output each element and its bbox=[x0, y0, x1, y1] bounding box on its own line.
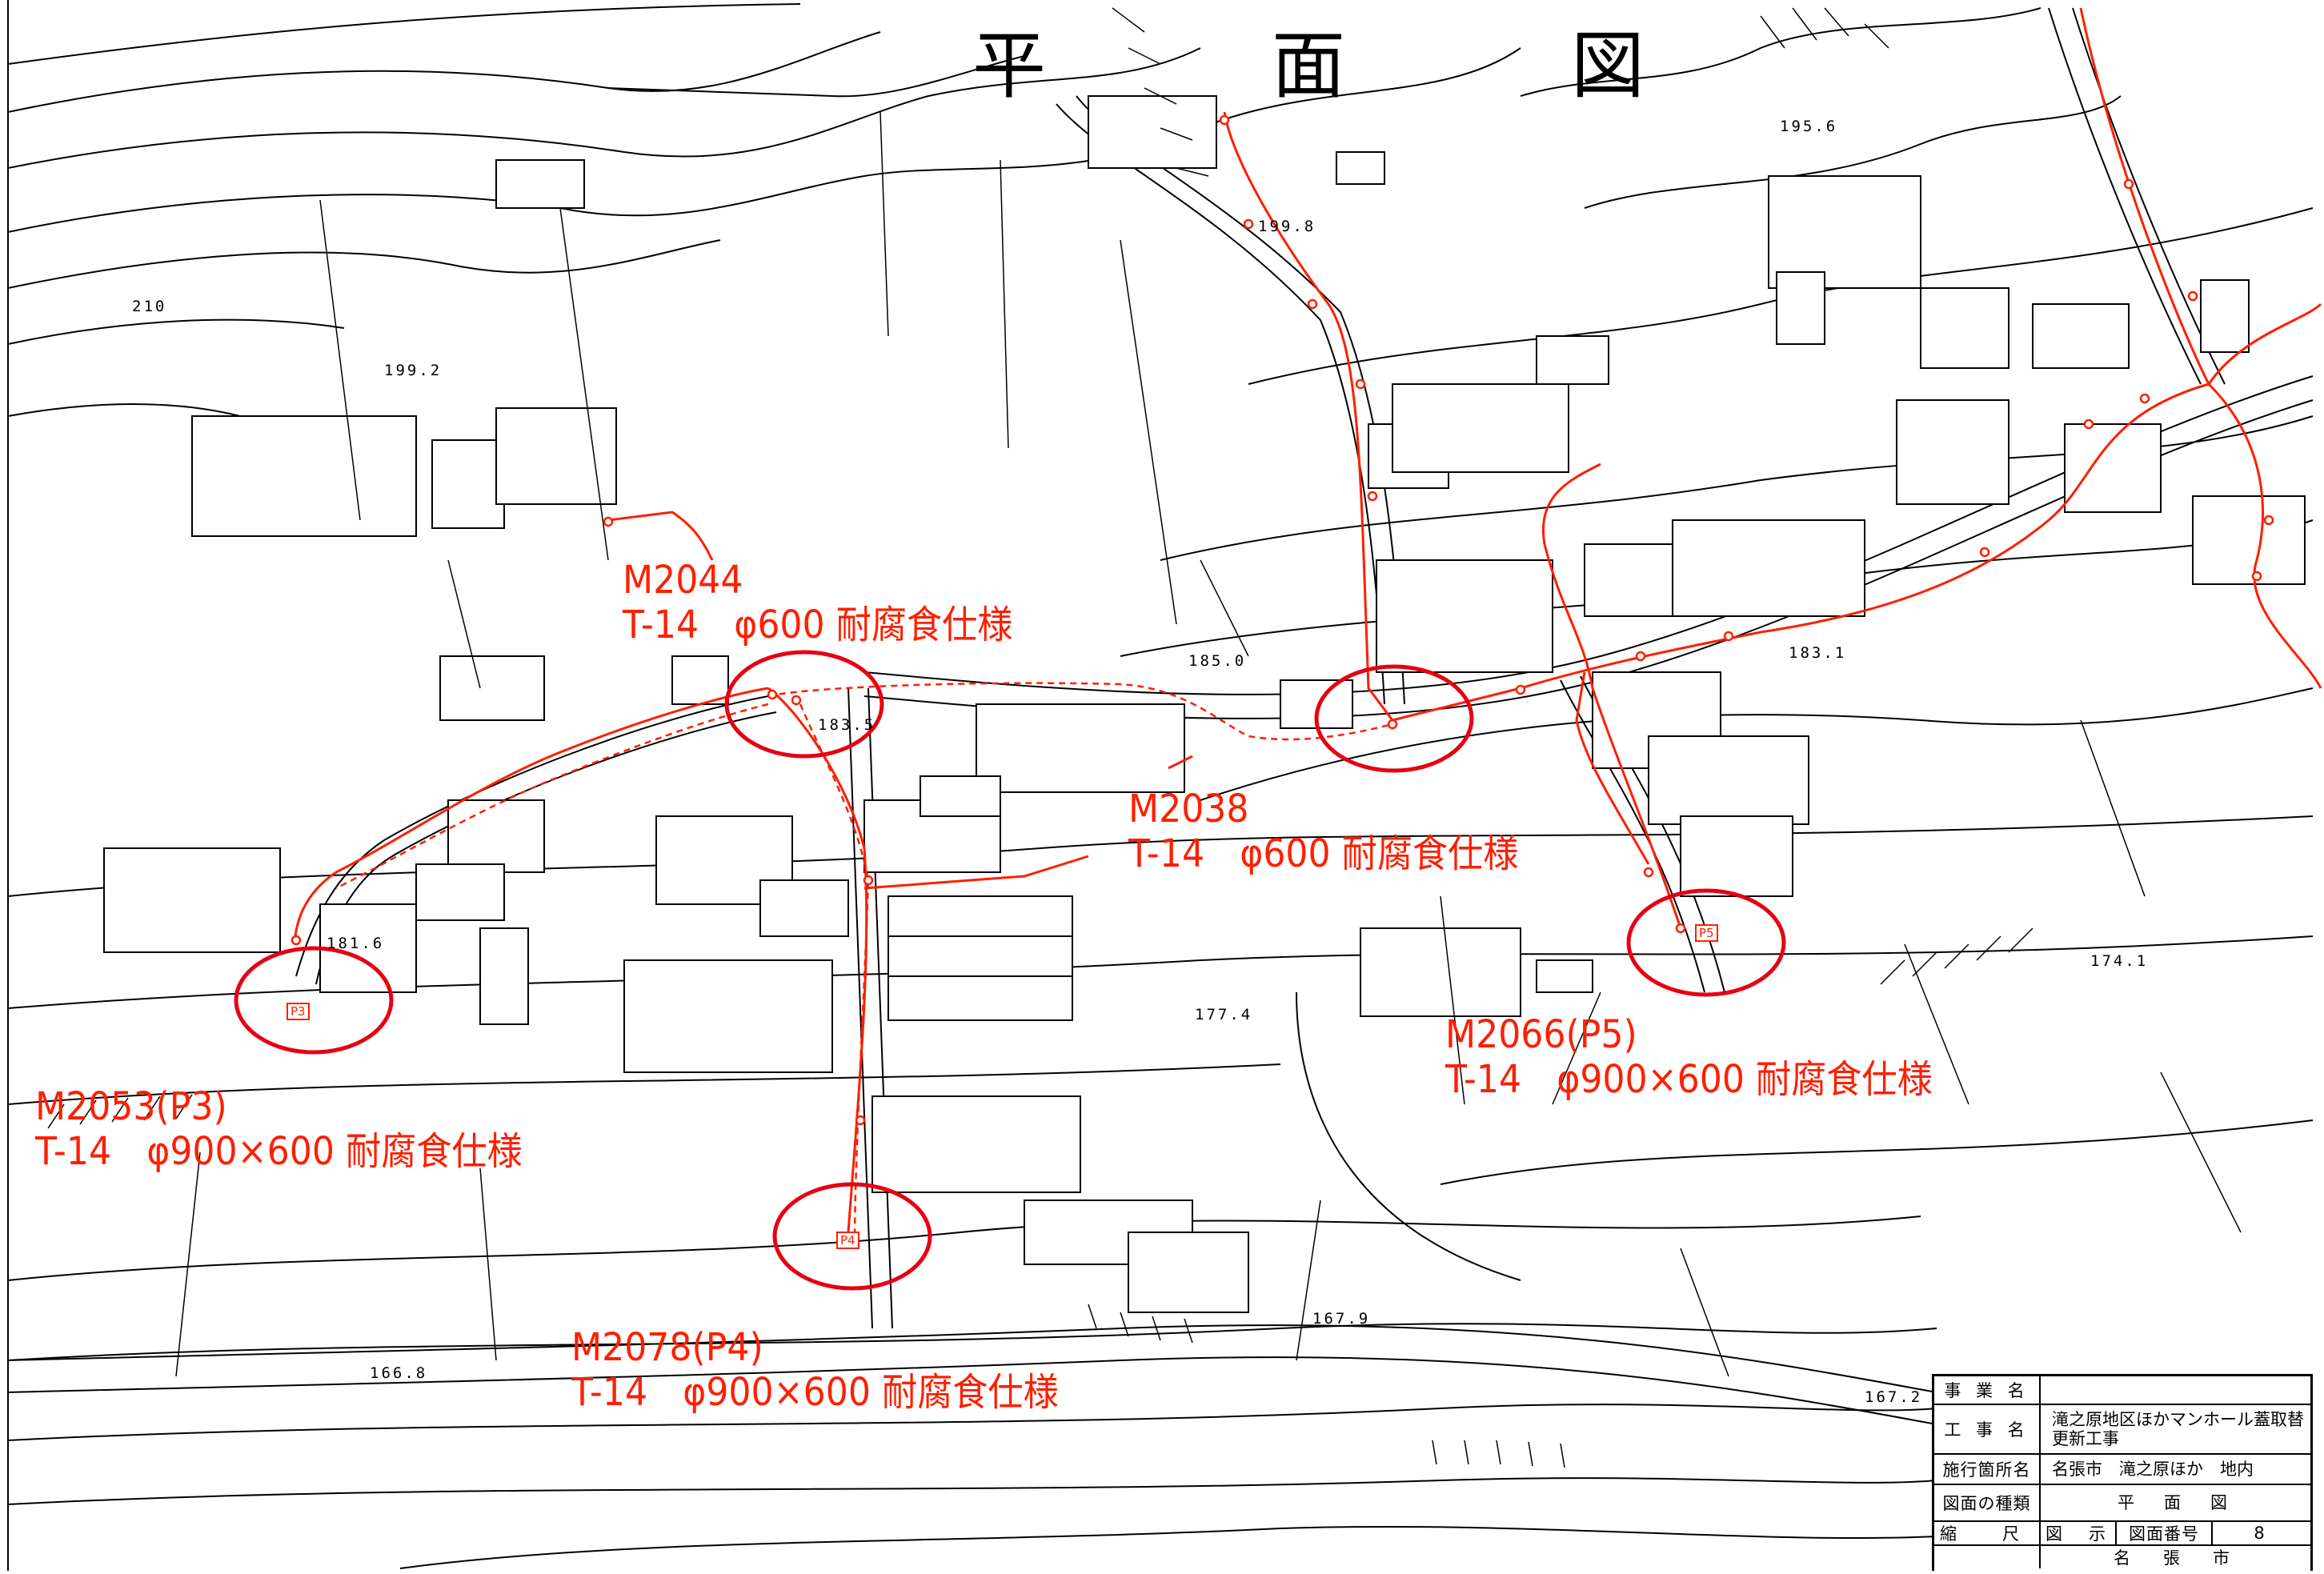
elevation-label: 185.0 bbox=[1188, 652, 1247, 670]
elevation-label: 183.1 bbox=[1789, 644, 1847, 662]
manholes bbox=[290, 114, 2274, 1126]
elevation-label: 210 bbox=[132, 298, 167, 315]
tb-work-value: 滝之原地区ほかマンホール蓋取替更新工事 bbox=[2052, 1410, 2304, 1448]
elevation-label: 195.6 bbox=[1780, 118, 1838, 135]
callout-m2078: M2078(P4) T-14 φ900×600 耐腐食仕様 bbox=[571, 1325, 1059, 1415]
elevation-label: 183.5 bbox=[818, 716, 876, 734]
elevation-label: 181.6 bbox=[327, 935, 385, 952]
tb-drawing-no-value: 8 bbox=[2254, 1524, 2270, 1543]
callout-id: M2066(P5) bbox=[1445, 1012, 1637, 1057]
marker-p3: P3 bbox=[286, 1003, 310, 1020]
tb-project-row: 事 業 名 bbox=[1934, 1376, 2310, 1405]
callout-spec: T-14 φ900×600 耐腐食仕様 bbox=[35, 1129, 523, 1174]
callout-id: M2053(P3) bbox=[35, 1084, 227, 1129]
elevation-label: 199.2 bbox=[384, 362, 443, 379]
marker-p5: P5 bbox=[1695, 924, 1718, 942]
tb-work-label: 工 事 名 bbox=[1934, 1405, 2041, 1453]
tb-drawing-no-label: 図面番号 bbox=[2117, 1522, 2213, 1544]
tb-client-row: 名 張 市 bbox=[1934, 1546, 2310, 1568]
callout-id: M2044 bbox=[623, 558, 743, 603]
elevation-label: 167.2 bbox=[1865, 1388, 1923, 1406]
parcel-lines bbox=[175, 111, 2242, 1377]
callout-m2038: M2038 T-14 φ600 耐腐食仕様 bbox=[1128, 787, 1518, 876]
callout-m2053: M2053(P3) T-14 φ900×600 耐腐食仕様 bbox=[35, 1084, 523, 1174]
callout-id: M2078(P4) bbox=[571, 1325, 763, 1370]
tb-location-row: 施行箇所名 名張市 滝之原ほか 地内 bbox=[1934, 1455, 2310, 1485]
tb-scale-label: 縮 尺 bbox=[1934, 1522, 2041, 1544]
tb-location-value: 名張市 滝之原ほか 地内 bbox=[2052, 1460, 2254, 1479]
elevation-label: 199.8 bbox=[1258, 218, 1316, 235]
elevation-label: 166.8 bbox=[370, 1364, 428, 1382]
elevation-label: 177.4 bbox=[1195, 1006, 1253, 1023]
tb-scale-value: 図 示 bbox=[2041, 1522, 2117, 1544]
highlight-circles bbox=[234, 650, 1786, 1291]
drawing-title-block: 事 業 名 工 事 名 滝之原地区ほかマンホール蓋取替更新工事 施行箇所名 名張… bbox=[1932, 1374, 2313, 1571]
callout-spec: T-14 φ600 耐腐食仕様 bbox=[1128, 831, 1519, 876]
callout-id: M2038 bbox=[1128, 787, 1249, 831]
sewer-dashed bbox=[335, 682, 1393, 1233]
callout-m2044: M2044 T-14 φ600 耐腐食仕様 bbox=[623, 558, 1012, 647]
tb-type-label: 図面の種類 bbox=[1934, 1485, 2041, 1520]
marker-p4: P4 bbox=[836, 1232, 859, 1249]
sewer-lines bbox=[293, 7, 2322, 1233]
elevation-label: 167.9 bbox=[1312, 1310, 1371, 1328]
tb-client-spacer bbox=[1934, 1546, 2041, 1568]
tb-project-label: 事 業 名 bbox=[1934, 1376, 2041, 1404]
tb-work-row: 工 事 名 滝之原地区ほかマンホール蓋取替更新工事 bbox=[1934, 1405, 2310, 1455]
elevation-label: 174.1 bbox=[2090, 952, 2149, 970]
buildings bbox=[103, 95, 2306, 1313]
contour-lines bbox=[7, 3, 2314, 1569]
tb-type-row: 図面の種類 平 面 図 bbox=[1934, 1485, 2310, 1522]
callout-spec: T-14 φ900×600 耐腐食仕様 bbox=[1445, 1057, 1933, 1102]
tb-client: 名 張 市 bbox=[2114, 1548, 2238, 1568]
callout-spec: T-14 φ600 耐腐食仕様 bbox=[623, 603, 1013, 647]
tb-scale-row: 縮 尺 図 示 図面番号 8 bbox=[1934, 1522, 2310, 1546]
map-title: 平 面 図 bbox=[972, 23, 1721, 109]
slope-hatching bbox=[47, 7, 2034, 1468]
tb-location-label: 施行箇所名 bbox=[1934, 1455, 2041, 1484]
tb-type-value: 平 面 図 bbox=[2118, 1493, 2234, 1512]
callout-spec: T-14 φ900×600 耐腐食仕様 bbox=[571, 1370, 1059, 1415]
callout-m2066: M2066(P5) T-14 φ900×600 耐腐食仕様 bbox=[1445, 1012, 1933, 1102]
tb-project-value bbox=[2041, 1376, 2310, 1404]
